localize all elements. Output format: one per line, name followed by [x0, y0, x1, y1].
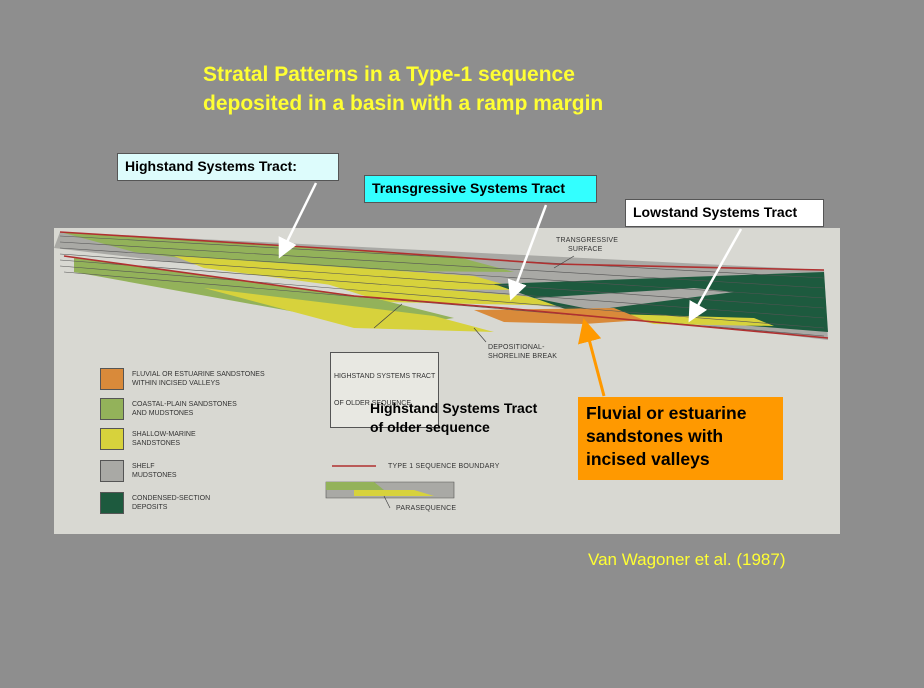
older-shallow-layer: [204, 288, 494, 332]
shelf-lens: [534, 288, 734, 310]
type1-boundary-label: TYPE 1 SEQUENCE BOUNDARY: [388, 463, 500, 470]
citation: Van Wagoner et al. (1987): [588, 550, 786, 569]
hst-older-sequence-box: HIGHSTAND SYSTEMS TRACT OF OLDER SEQUENC…: [330, 352, 440, 428]
legend-swatch: [100, 368, 124, 390]
legend-swatch: [100, 460, 124, 482]
parasequence-sample-coastal: [326, 482, 384, 490]
legend-label: CONDENSED-SECTION DEPOSITS: [132, 495, 211, 511]
stratal-diagram: TRANSGRESSIVE SURFACE DEPOSITIONAL- SHOR…: [54, 228, 840, 534]
label-leaders: [373, 255, 575, 509]
highstand-callout: Highstand Systems Tract:: [117, 153, 339, 181]
transgressive-surface-label: TRANSGRESSIVE SURFACE: [556, 237, 619, 253]
legend-label: SHELF MUDSTONES: [132, 463, 177, 479]
fluvial-callout-box: Fluvial or estuarine sandstones with inc…: [578, 397, 783, 480]
legend-swatch: [100, 492, 124, 514]
slide-title: Stratal Patterns in a Type-1 sequence de…: [203, 60, 603, 118]
parasequence-sample-shallow: [354, 490, 434, 496]
title-line-2: deposited in a basin with a ramp margin: [203, 92, 604, 115]
shallow-marine-layer: [174, 256, 524, 290]
depositional-shoreline-break-label: DEPOSITIONAL- SHORELINE BREAK: [488, 344, 558, 360]
incised-valley-fill: [474, 308, 644, 324]
legend-label: FLUVIAL OR ESTUARINE SANDSTONES WITHIN I…: [132, 371, 265, 387]
legend-swatch: [100, 428, 124, 450]
title-line-1: Stratal Patterns in a Type-1 sequence: [203, 63, 575, 86]
upper-sequence-boundary: [59, 231, 825, 271]
transgressive-callout: Transgressive Systems Tract: [364, 175, 597, 203]
legend-label: COASTAL-PLAIN SANDSTONES AND MUDSTONES: [132, 401, 237, 417]
parasequence-label: PARASEQUENCE: [396, 505, 457, 512]
lower-sequence-boundary: [63, 255, 829, 339]
lowstand-callout: Lowstand Systems Tract: [625, 199, 824, 227]
legend-label: SHALLOW-MARINE SANDSTONES: [132, 431, 196, 447]
condensed-section-layer: [494, 272, 828, 332]
older-sequence-label: Highstand Systems Tract of older sequenc…: [370, 400, 538, 435]
legend-swatch: [100, 398, 124, 420]
